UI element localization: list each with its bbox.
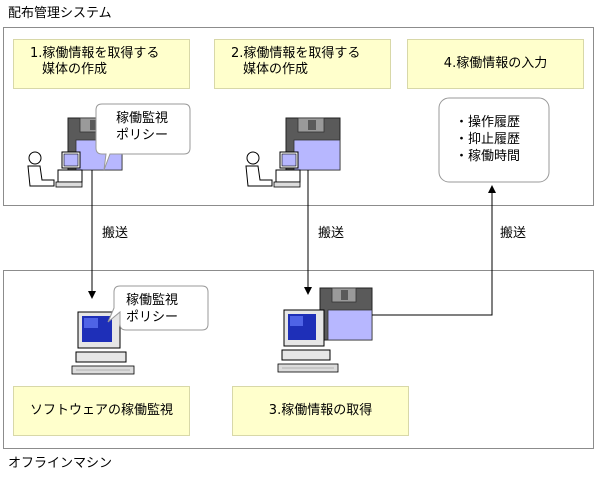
policy-bubble-top-shape bbox=[95, 103, 191, 171]
distribution-system-title: 配布管理システム bbox=[8, 6, 112, 21]
step-3-box: 3.稼働情報の取得 bbox=[232, 386, 409, 436]
policy-bubble-bottom-line-1: 稼働監視 bbox=[126, 293, 179, 308]
policy-bubble-bottom-shape bbox=[107, 285, 209, 331]
step-4-label: 4.稼働情報の入力 bbox=[443, 56, 548, 71]
policy-bubble-top-line-2: ポリシー bbox=[116, 128, 169, 143]
software-monitoring-box: ソフトウェアの稼働監視 bbox=[13, 386, 190, 436]
step-2-line-1: 2.稼働情報を取得する bbox=[231, 46, 361, 61]
info-list: ・操作履歴 ・抑止履歴 ・稼働時間 bbox=[455, 114, 520, 165]
offline-computer-icon-1 bbox=[71, 311, 135, 375]
transfer-label-3: 搬送 bbox=[500, 226, 527, 241]
transfer-label-1: 搬送 bbox=[102, 226, 129, 241]
offline-computer-icon-2 bbox=[277, 287, 373, 373]
step-2-box: 2.稼働情報を取得する 媒体の作成 bbox=[214, 39, 391, 89]
policy-bubble-top: 稼働監視 ポリシー bbox=[116, 110, 168, 144]
step-1-box: 1.稼働情報を取得する 媒体の作成 bbox=[13, 39, 190, 89]
transfer-label-2: 搬送 bbox=[318, 226, 345, 241]
transfer-arrow-3 bbox=[372, 185, 496, 316]
info-list-item: ・抑止履歴 bbox=[455, 132, 521, 147]
info-list-box bbox=[438, 97, 550, 183]
info-list-item: ・操作履歴 bbox=[455, 115, 521, 130]
step-3-label: 3.稼働情報の取得 bbox=[268, 403, 373, 418]
software-monitoring-label: ソフトウェアの稼働監視 bbox=[29, 403, 173, 418]
policy-bubble-bottom-line-2: ポリシー bbox=[126, 310, 179, 325]
offline-machine-title: オフラインマシン bbox=[8, 456, 113, 471]
policy-bubble-bottom: 稼働監視 ポリシー bbox=[126, 292, 178, 326]
admin-computer-icon-2 bbox=[245, 117, 341, 188]
step-2-line-2: 媒体の作成 bbox=[243, 62, 309, 77]
info-list-item: ・稼働時間 bbox=[455, 149, 521, 164]
step-1-line-1: 1.稼働情報を取得する bbox=[30, 46, 160, 61]
policy-bubble-top-line-1: 稼働監視 bbox=[116, 111, 169, 126]
step-1-line-2: 媒体の作成 bbox=[42, 62, 108, 77]
step-4-box: 4.稼働情報の入力 bbox=[407, 39, 584, 89]
